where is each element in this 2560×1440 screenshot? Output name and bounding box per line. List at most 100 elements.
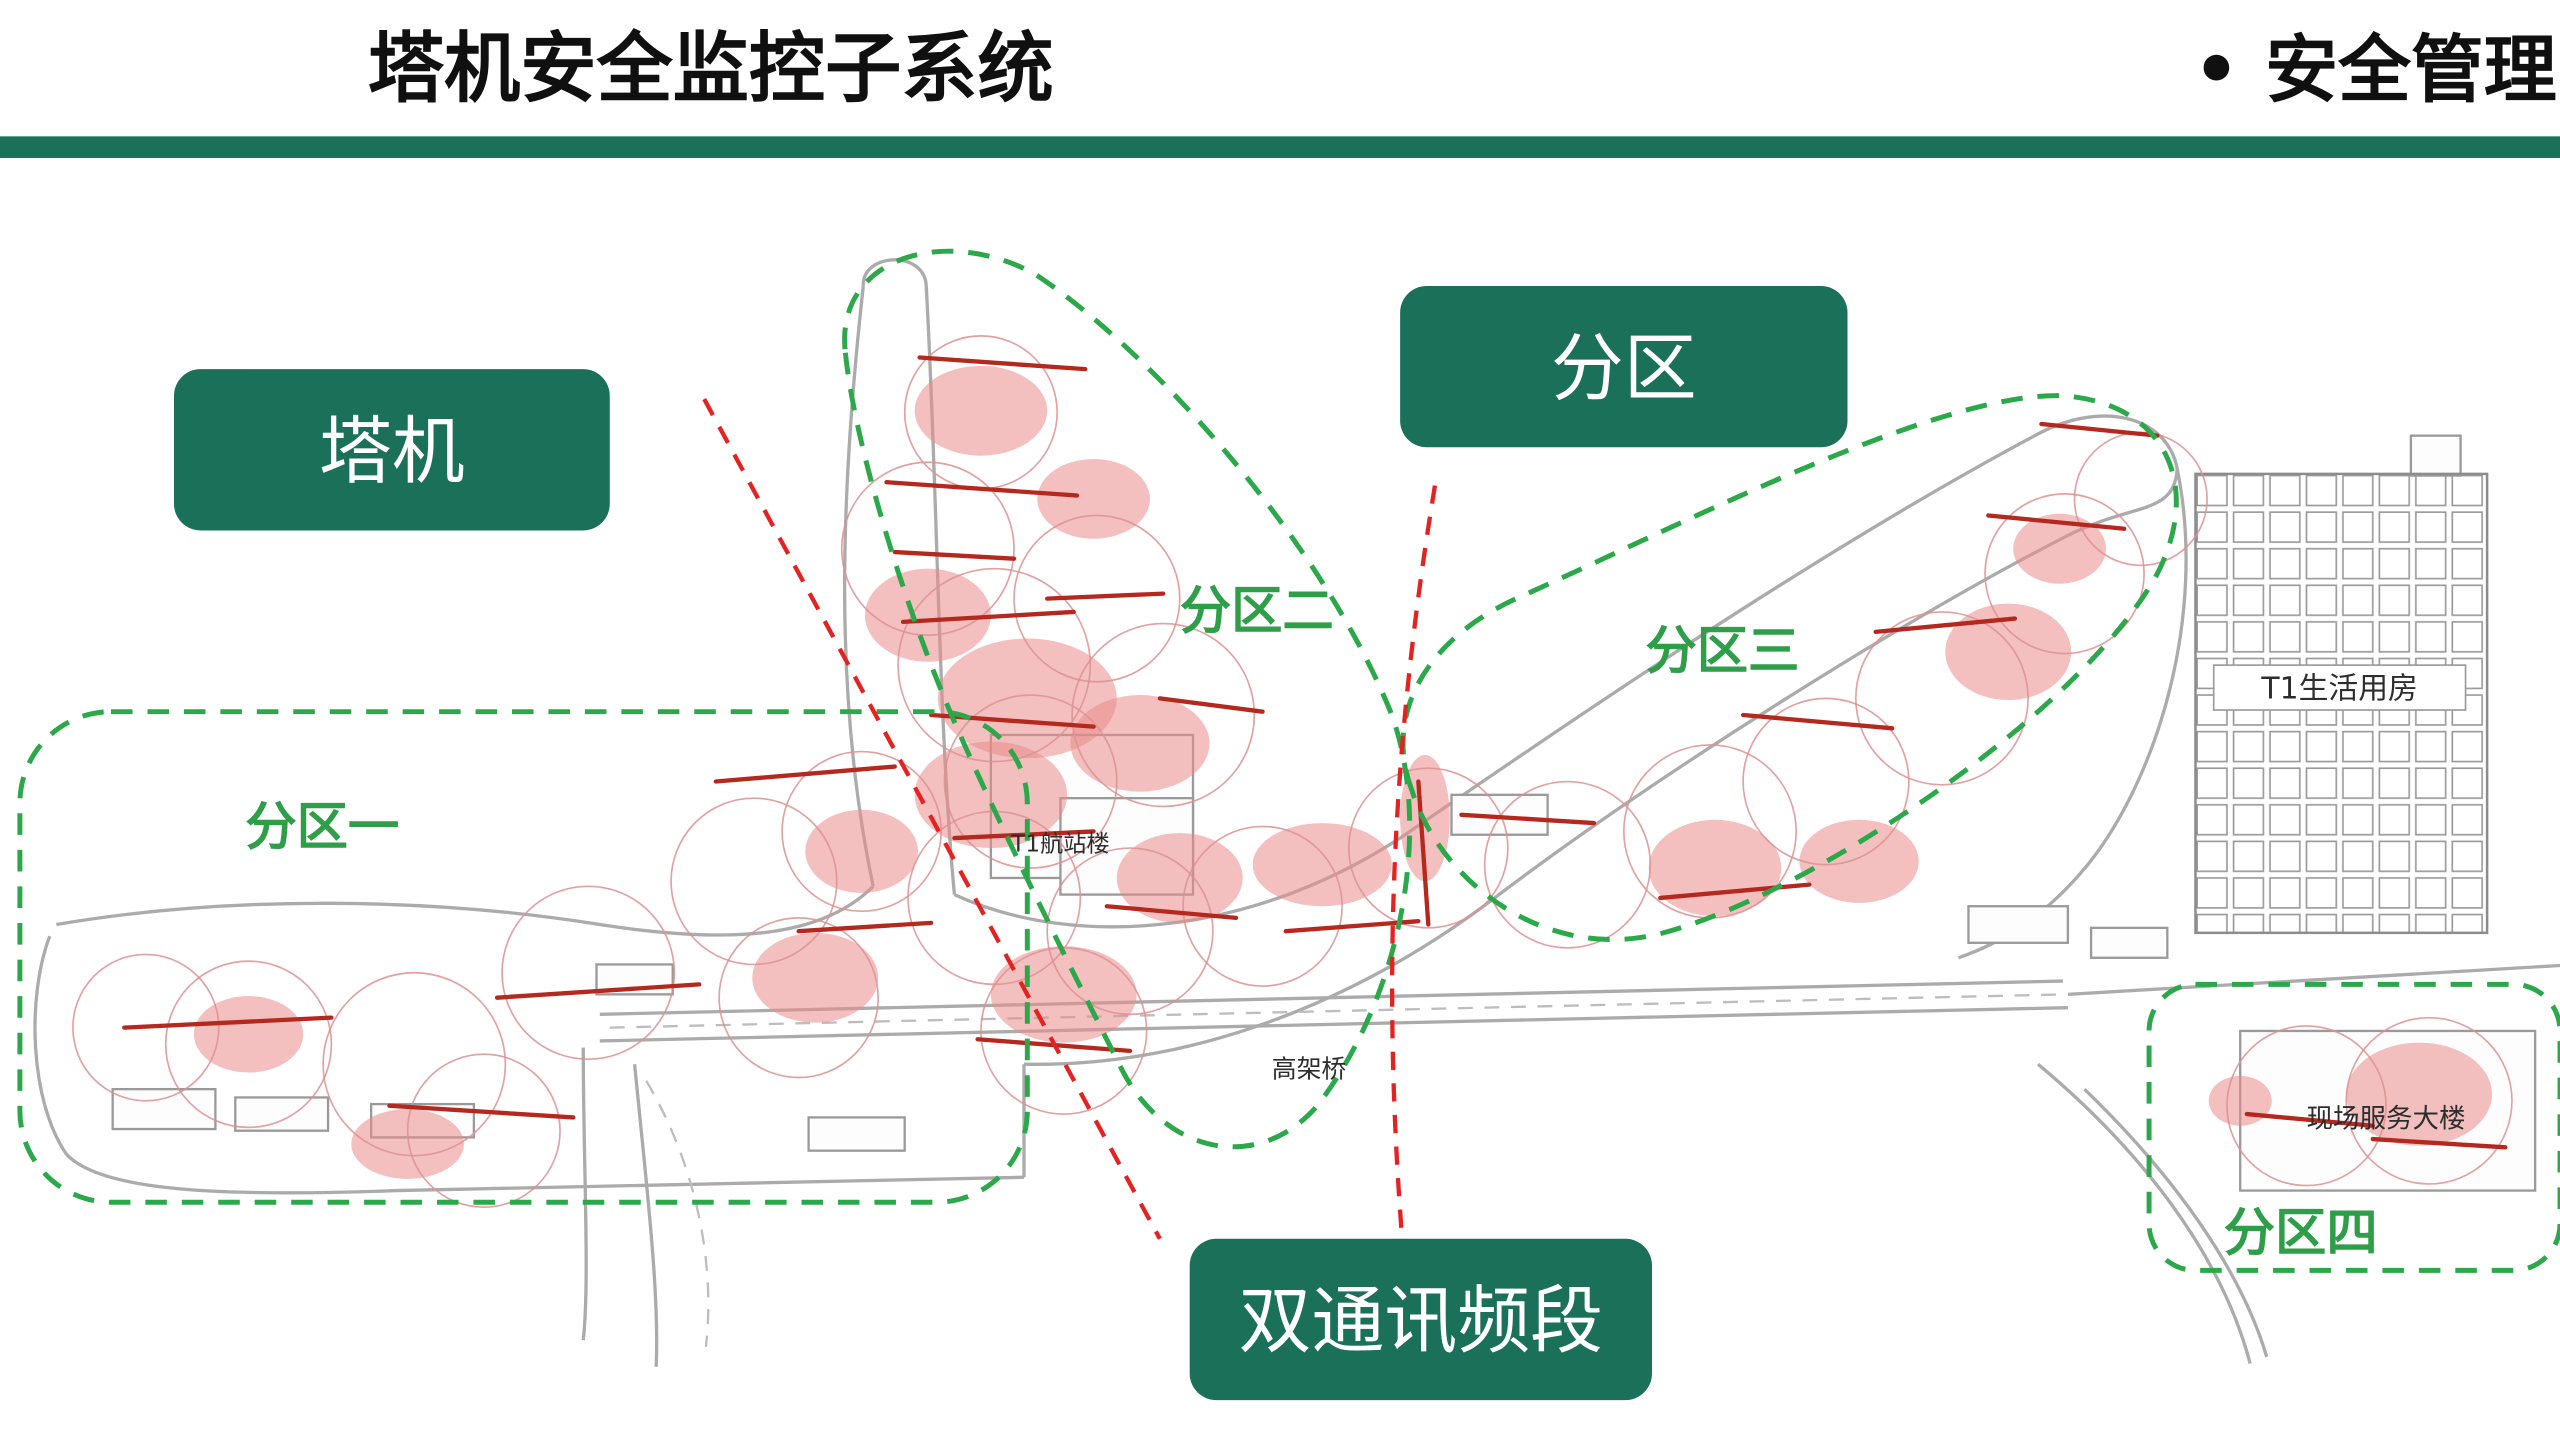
building (2089, 926, 2169, 959)
crane-radius-circle (1182, 825, 1343, 987)
crane-coverage-ellipse (193, 996, 304, 1073)
crane-jib (1658, 882, 1812, 901)
crane-jib (2370, 1136, 2508, 1150)
zones-layer (17, 248, 2560, 1273)
map-label: T1生活用房 (2260, 671, 2417, 706)
road (1023, 468, 2179, 1066)
crane-jib (796, 920, 934, 934)
road-dashed (609, 993, 2065, 1029)
crane-radius-circle (2345, 1016, 2513, 1185)
road (33, 935, 1025, 1195)
crane-coverage-ellipse (1799, 819, 1919, 903)
zone-outline-1 (17, 709, 1030, 1205)
road (953, 414, 2179, 929)
crane-radius-circle (1984, 493, 2145, 655)
road (599, 1006, 2068, 1043)
callout-box-zone (1400, 286, 1848, 448)
crane-jib (713, 764, 897, 784)
crane-radius-circle (897, 567, 1092, 763)
crane-radius-circle (1013, 514, 1181, 683)
crane-radius-circle (72, 953, 220, 1102)
road-dashed (645, 1080, 710, 1348)
crane-jib (900, 609, 1076, 625)
crane-jib (1459, 812, 1597, 826)
zone-label-1: 分区一 (245, 798, 399, 858)
crane-jib (1416, 779, 1431, 927)
crane-radius-circle (943, 694, 1118, 869)
callout-zone: 分区 (1400, 286, 1848, 448)
callout-label-dual-comm: 双通讯频段 (1239, 1279, 1603, 1364)
callout-label-zone: 分区 (1551, 326, 1697, 411)
map-label: 高架桥 (1272, 1054, 1347, 1083)
crane-coverage-ellipse (1116, 833, 1243, 923)
crane-radius-circle (1742, 697, 1910, 866)
crane-jib (917, 355, 1088, 372)
crane-jib (1157, 696, 1265, 714)
crane-coverage-ellipse (2208, 1075, 2272, 1126)
crane-jib (2039, 421, 2160, 438)
crane-coverage-ellipse (752, 932, 879, 1023)
crane-jib (1986, 513, 2127, 531)
building (234, 1096, 330, 1132)
crane-jib (1740, 712, 1895, 731)
crane-jib (1104, 904, 1239, 921)
section-label: • 安全管理 (2193, 28, 2557, 113)
crane-radius-circle (781, 750, 942, 913)
crane-coverage-ellipse (1070, 695, 1210, 792)
zone-label-2: 分区二 (1180, 581, 1334, 641)
grid-building-tab (2409, 434, 2462, 477)
crane-radius-circle (980, 946, 1148, 1115)
crane-radius-circle (840, 461, 1015, 637)
map-label: T1航站楼 (1010, 830, 1109, 857)
grid-building (2194, 434, 2489, 935)
crane-coverage-ellipse (990, 946, 1137, 1043)
zone-label-3: 分区三 (1645, 621, 1799, 681)
crane-jib (1873, 616, 2018, 635)
jibs-layer (122, 355, 2508, 1150)
building (1967, 905, 2070, 944)
crane-radius-circle (718, 917, 880, 1079)
crane-jib (2244, 1111, 2375, 1128)
callout-label-tower-crane: 塔机 (319, 409, 465, 494)
zone-outline-4 (2146, 981, 2560, 1273)
road (581, 1047, 588, 1341)
crane-radius-circle (406, 1053, 561, 1209)
page-title: 塔机安全监控子系统 (368, 25, 1054, 114)
crane-radius-circle (322, 971, 507, 1157)
crane-radius-circle (164, 960, 333, 1129)
callout-dual-comm: 双通讯频段 (1189, 1238, 1652, 1401)
crane-jib (892, 549, 1017, 561)
crane-coverage-ellipse (805, 809, 918, 893)
crane-radius-circle (1071, 622, 1256, 808)
crane-coverage-ellipse (1252, 823, 1392, 907)
crane-radius-circle (501, 885, 676, 1061)
roads-layer (33, 258, 2560, 1367)
crane-radius-circle (2226, 1025, 2387, 1187)
road (861, 258, 928, 287)
crane-jib (1283, 919, 1421, 934)
callout-box-dual-comm (1189, 1238, 1652, 1401)
crane-radius-circle (1046, 847, 1214, 1016)
road (632, 1064, 659, 1367)
crane-coverage-ellipse (2346, 1042, 2493, 1146)
accent-bar (0, 136, 2560, 158)
crane-coverage-ellipse (937, 638, 1117, 759)
building (807, 1116, 906, 1152)
crane-radius-circle (1483, 780, 1652, 949)
crane-radius-circle (670, 797, 838, 966)
leader-line (702, 398, 1162, 1240)
crane-jib (884, 480, 1080, 498)
road (2083, 1087, 2269, 1358)
crane-jib (952, 829, 1096, 841)
road (2036, 1062, 2252, 1364)
crane-jib (494, 982, 702, 1000)
road (2067, 963, 2560, 997)
leaders-layer (702, 398, 1438, 1240)
crane-jib (1045, 591, 1166, 601)
grid-building-label-bg (2212, 664, 2467, 711)
